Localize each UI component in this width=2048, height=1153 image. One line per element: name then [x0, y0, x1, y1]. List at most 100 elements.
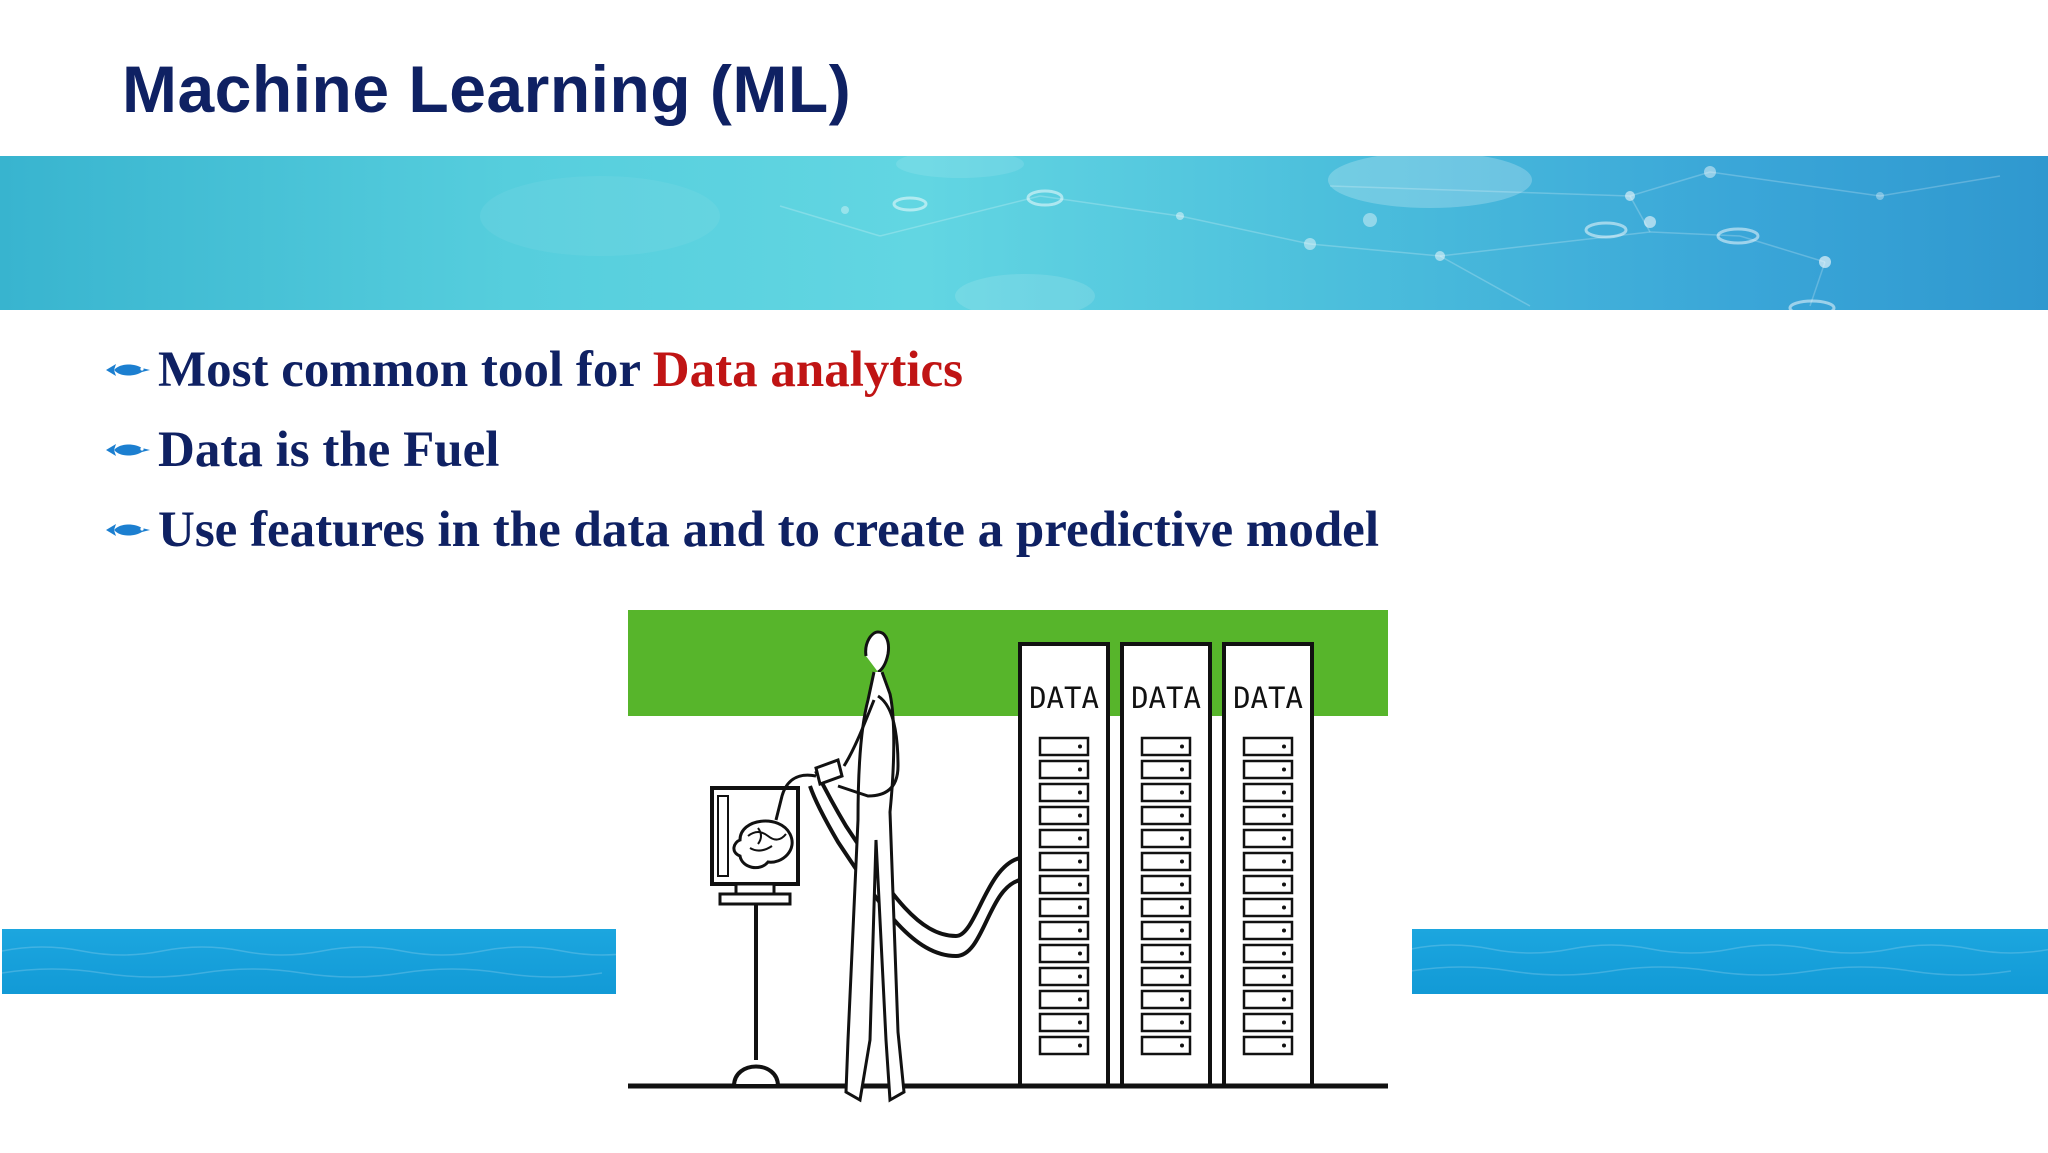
drawer-handle — [1282, 905, 1286, 910]
slide-title: Machine Learning (ML) — [122, 52, 852, 126]
server-drawer — [1140, 828, 1192, 849]
drawer-handle — [1282, 767, 1286, 772]
server-drawer — [1038, 736, 1090, 757]
drawer-handle — [1282, 1043, 1286, 1048]
server-drawer — [1140, 943, 1192, 964]
server-drawer — [1242, 782, 1294, 803]
drawer-handle — [1180, 905, 1184, 910]
drawer-handle — [1180, 882, 1184, 887]
bullet-highlight: Data analytics — [652, 342, 964, 398]
server-drawer — [1038, 1012, 1090, 1033]
bullet-item: Use features in the data and to create a… — [104, 490, 1604, 570]
server-drawer — [1242, 874, 1294, 895]
drawer-handle — [1078, 1043, 1082, 1048]
drawer-handle — [1078, 767, 1082, 772]
server-drawer — [1140, 805, 1192, 826]
server-drawer — [1242, 828, 1294, 849]
drawer-handle — [1078, 836, 1082, 841]
drawer-handle — [1180, 928, 1184, 933]
server-drawer — [1038, 966, 1090, 987]
server-drawer — [1140, 759, 1192, 780]
server-drawer — [1140, 736, 1192, 757]
server-drawer — [1242, 759, 1294, 780]
drawer-handle — [1282, 1020, 1286, 1025]
header-banner — [0, 156, 2048, 310]
drawer-handle — [1282, 882, 1286, 887]
data-fuel-illustration: DATA DATA DATA — [616, 596, 1412, 1106]
server-drawer — [1038, 1035, 1090, 1056]
drawer-handle — [1180, 974, 1184, 979]
fish-bullet-icon — [104, 438, 152, 462]
drawer-handle — [1282, 997, 1286, 1002]
server-drawer — [1242, 966, 1294, 987]
server-drawer — [1140, 851, 1192, 872]
drawer-handle — [1180, 859, 1184, 864]
drawer-handle — [1078, 882, 1082, 887]
server-drawer — [1140, 920, 1192, 941]
server-drawer — [1140, 1012, 1192, 1033]
server-drawer — [1140, 782, 1192, 803]
rack-label: DATA — [1233, 681, 1303, 715]
fish-bullet-icon — [104, 358, 152, 382]
drawer-handle — [1282, 790, 1286, 795]
drawer-handle — [1282, 836, 1286, 841]
rack-label: DATA — [1131, 681, 1201, 715]
footer-band-left — [2, 929, 617, 994]
server-drawer — [1140, 989, 1192, 1010]
server-drawer — [1242, 920, 1294, 941]
drawer-handle — [1282, 859, 1286, 864]
drawer-handle — [1078, 997, 1082, 1002]
server-drawer — [1140, 897, 1192, 918]
server-drawer — [1242, 989, 1294, 1010]
server-drawer — [1038, 897, 1090, 918]
drawer-handle — [1180, 790, 1184, 795]
drawer-handle — [1078, 790, 1082, 795]
drawer-handle — [1078, 744, 1082, 749]
bullet-text: Data is the Fuel — [158, 422, 500, 478]
server-drawer — [1242, 851, 1294, 872]
server-drawer — [1242, 1012, 1294, 1033]
drawer-handle — [1078, 1020, 1082, 1025]
footer-band-right — [1411, 929, 2048, 994]
network-pattern — [480, 156, 2001, 310]
server-drawer — [1140, 874, 1192, 895]
bullet-item: Data is the Fuel — [104, 410, 1604, 490]
drawer-handle — [1180, 1043, 1184, 1048]
drawer-handle — [1180, 951, 1184, 956]
rack-label: DATA — [1029, 681, 1099, 715]
server-drawer — [1038, 759, 1090, 780]
illustration-drawing: DATA DATA DATA — [628, 610, 1388, 1103]
drawer-handle — [1078, 859, 1082, 864]
server-drawer — [1038, 943, 1090, 964]
server-drawer — [1038, 851, 1090, 872]
drawer-handle — [1282, 951, 1286, 956]
drawer-handle — [1282, 974, 1286, 979]
drawer-handle — [1078, 951, 1082, 956]
bullet-item: Most common tool for Data analytics — [104, 330, 1604, 410]
server-drawer — [1038, 920, 1090, 941]
drawer-handle — [1180, 767, 1184, 772]
bullet-text: Use features in the data and to create a… — [158, 502, 1379, 558]
server-drawer — [1038, 874, 1090, 895]
drawer-handle — [1078, 905, 1082, 910]
drawer-handle — [1282, 813, 1286, 818]
bullet-list: Most common tool for Data analytics Data… — [104, 330, 1604, 570]
drawer-handle — [1180, 836, 1184, 841]
server-drawer — [1140, 1035, 1192, 1056]
server-drawer — [1242, 805, 1294, 826]
server-drawer — [1242, 943, 1294, 964]
drawer-handle — [1282, 744, 1286, 749]
drawer-handle — [1180, 813, 1184, 818]
drawer-handle — [1180, 1020, 1184, 1025]
drawer-handle — [1180, 744, 1184, 749]
server-drawer — [1242, 1035, 1294, 1056]
server-drawer — [1038, 805, 1090, 826]
server-drawer — [1038, 782, 1090, 803]
server-drawer — [1038, 989, 1090, 1010]
server-drawer — [1038, 828, 1090, 849]
drawer-handle — [1180, 997, 1184, 1002]
server-drawer — [1242, 736, 1294, 757]
drawer-handle — [1078, 928, 1082, 933]
bullet-text: Most common tool for — [158, 342, 653, 398]
